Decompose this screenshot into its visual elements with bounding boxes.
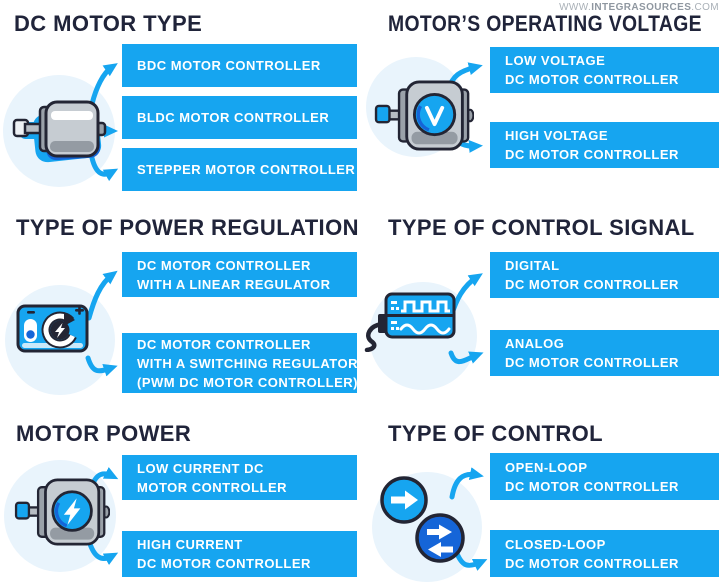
box-line: DC MOTOR CONTROLLER [505, 147, 679, 162]
box-low-voltage: LOW VOLTAGE DC MOTOR CONTROLLER [490, 47, 719, 93]
box-line: HIGH VOLTAGE [505, 128, 609, 143]
box-line: DC MOTOR CONTROLLER [505, 555, 679, 571]
box-line: BDC MOTOR CONTROLLER [137, 58, 321, 73]
box-open-loop: OPEN-LOOP DC MOTOR CONTROLLER [490, 453, 719, 500]
box-line: (PWM DC MOTOR CONTROLLER) [137, 374, 358, 390]
watermark-suffix: .COM [691, 2, 719, 13]
box-line: DIGITAL [505, 258, 560, 273]
heading-dc-motor-type: DC MOTOR TYPE [14, 11, 203, 36]
heading-power-regulation: TYPE OF POWER REGULATION [16, 215, 359, 240]
watermark-prefix: WWW. [559, 2, 592, 13]
brushed-dc-motor-icon [12, 100, 107, 163]
loop-arrows-icon [380, 476, 465, 563]
box-line: MOTOR CONTROLLER [137, 479, 288, 495]
box-line: DC MOTOR CONTROLLER [505, 72, 679, 87]
voltmeter-motor-icon [374, 80, 474, 151]
box-line: WITH A SWITCHING REGULATOR [137, 355, 358, 371]
box-line: STEPPER MOTOR CONTROLLER [137, 162, 356, 177]
box-line: DC MOTOR CONTROLLER [505, 355, 679, 370]
box-digital: DIGITAL DC MOTOR CONTROLLER [490, 252, 719, 298]
heading-motor-power: MOTOR POWER [16, 421, 192, 446]
box-line: WITH A LINEAR REGULATOR [137, 276, 331, 292]
box-line: DC MOTOR CONTROLLER [505, 478, 679, 494]
heading-operating-voltage: MOTOR’S OPERATING VOLTAGE [388, 11, 702, 36]
box-line: CLOSED-LOOP [505, 536, 606, 552]
box-bldc-motor-controller: BLDC MOTOR CONTROLLER [122, 96, 357, 139]
box-switching-regulator: DC MOTOR CONTROLLER WITH A SWITCHING REGU… [122, 333, 357, 393]
watermark-brand: INTEGRASOURCES [591, 2, 692, 13]
signal-waveforms-icon [364, 292, 456, 352]
box-closed-loop: CLOSED-LOOP DC MOTOR CONTROLLER [490, 530, 719, 577]
box-high-current: HIGH CURRENT DC MOTOR CONTROLLER [122, 531, 357, 577]
heading-type-of-control: TYPE OF CONTROL [388, 421, 603, 446]
box-analog: ANALOG DC MOTOR CONTROLLER [490, 330, 719, 376]
box-stepper-motor-controller: STEPPER MOTOR CONTROLLER [122, 148, 357, 191]
box-line: DC MOTOR CONTROLLER [505, 277, 679, 292]
box-line: BLDC MOTOR CONTROLLER [137, 110, 330, 125]
box-line: ANALOG [505, 336, 565, 351]
box-line: LOW VOLTAGE [505, 53, 606, 68]
box-linear-regulator: DC MOTOR CONTROLLER WITH A LINEAR REGULAT… [122, 252, 357, 297]
box-line: HIGH CURRENT [137, 537, 243, 552]
box-line: DC MOTOR CONTROLLER [137, 257, 311, 273]
box-line: LOW CURRENT DC [137, 460, 264, 476]
power-motor-icon [14, 478, 110, 546]
box-high-voltage: HIGH VOLTAGE DC MOTOR CONTROLLER [490, 122, 719, 168]
box-line: DC MOTOR CONTROLLER [137, 336, 311, 352]
box-bdc-motor-controller: BDC MOTOR CONTROLLER [122, 44, 357, 87]
heading-control-signal: TYPE OF CONTROL SIGNAL [388, 215, 695, 240]
regulator-board-icon [16, 304, 89, 353]
box-low-current: LOW CURRENT DC MOTOR CONTROLLER [122, 455, 357, 500]
watermark: WWW.INTEGRASOURCES.COM [559, 2, 719, 13]
box-line: OPEN-LOOP [505, 459, 588, 475]
box-line: DC MOTOR CONTROLLER [137, 556, 311, 571]
